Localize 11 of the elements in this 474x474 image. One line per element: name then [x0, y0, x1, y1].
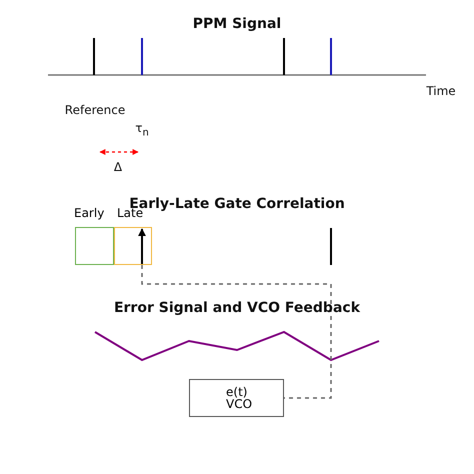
connector: [141, 265, 332, 399]
tau-label: τ$_{n}$: [135, 121, 149, 139]
reference-label: Reference: [64, 103, 126, 117]
node-label: VCO: [226, 397, 252, 411]
section-title: PPM Signal: [192, 16, 282, 32]
section-title: Error Signal and VCO Feedback: [114, 300, 360, 316]
delta-label: Δ: [114, 160, 122, 174]
node-label: e(t): [226, 385, 248, 399]
node-label: Early: [74, 206, 104, 220]
axis-label: Time: [426, 84, 456, 98]
vco-box: [189, 379, 284, 417]
